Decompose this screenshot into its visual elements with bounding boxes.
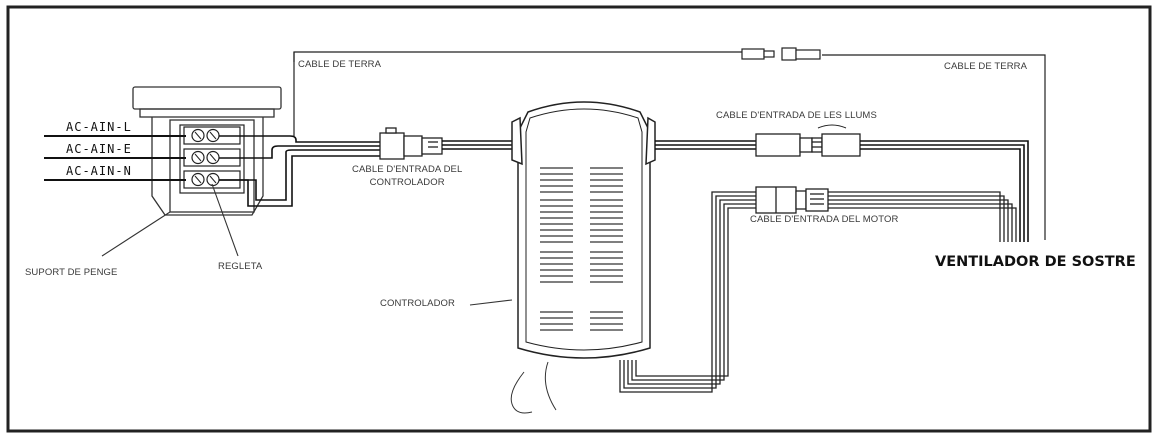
lights-input-cable-label: CABLE D'ENTRADA DE LES LLUMS (716, 110, 877, 121)
lights-to-fan-wires (860, 140, 1029, 242)
controller-cable-bottom (510, 361, 557, 414)
lights-output-wires (655, 140, 756, 150)
input-label-earth: AC-AIN-E (66, 142, 132, 156)
ac-input-wires (44, 135, 186, 181)
motor-to-fan-wires (828, 191, 1017, 242)
input-label-neutral: AC-AIN-N (66, 164, 132, 178)
controller-input-cable-label: CABLE D'ENTRADA DEL CONTROLADOR (352, 163, 462, 189)
ground-cable-connector (741, 47, 821, 61)
mounting-bracket-label: SUPORT DE PENGE (25, 267, 118, 278)
terminal-block-label: REGLETA (218, 261, 263, 272)
motor-input-connector (755, 186, 829, 214)
controller-input-connector (379, 127, 443, 160)
controller-body (511, 101, 656, 359)
connector-to-controller-wires (442, 140, 516, 150)
ground-cable-label-right: CABLE DE TERRA (944, 61, 1028, 72)
controller-vents (540, 167, 623, 331)
lights-input-connector (755, 124, 861, 157)
motor-cable-wires (619, 191, 756, 393)
input-label-line: AC-AIN-L (66, 120, 132, 134)
ground-cable-label-left: CABLE DE TERRA (298, 59, 382, 70)
ground-cable (293, 51, 1046, 240)
ceiling-fan-label: VENTILADOR DE SOSTRE (935, 254, 1136, 270)
controller-label: CONTROLADOR (380, 298, 455, 309)
controller-input-cable-label-line2: CONTROLADOR (369, 177, 445, 188)
pointer-lines (101, 183, 513, 306)
motor-input-cable-label: CABLE D'ENTRADA DEL MOTOR (750, 214, 899, 225)
controller-input-cable-label-line1: CABLE D'ENTRADA DEL (352, 164, 463, 175)
terminal-to-connector-wires (219, 135, 380, 207)
mounting-bracket (132, 86, 282, 216)
diagram-frame (6, 5, 1152, 433)
